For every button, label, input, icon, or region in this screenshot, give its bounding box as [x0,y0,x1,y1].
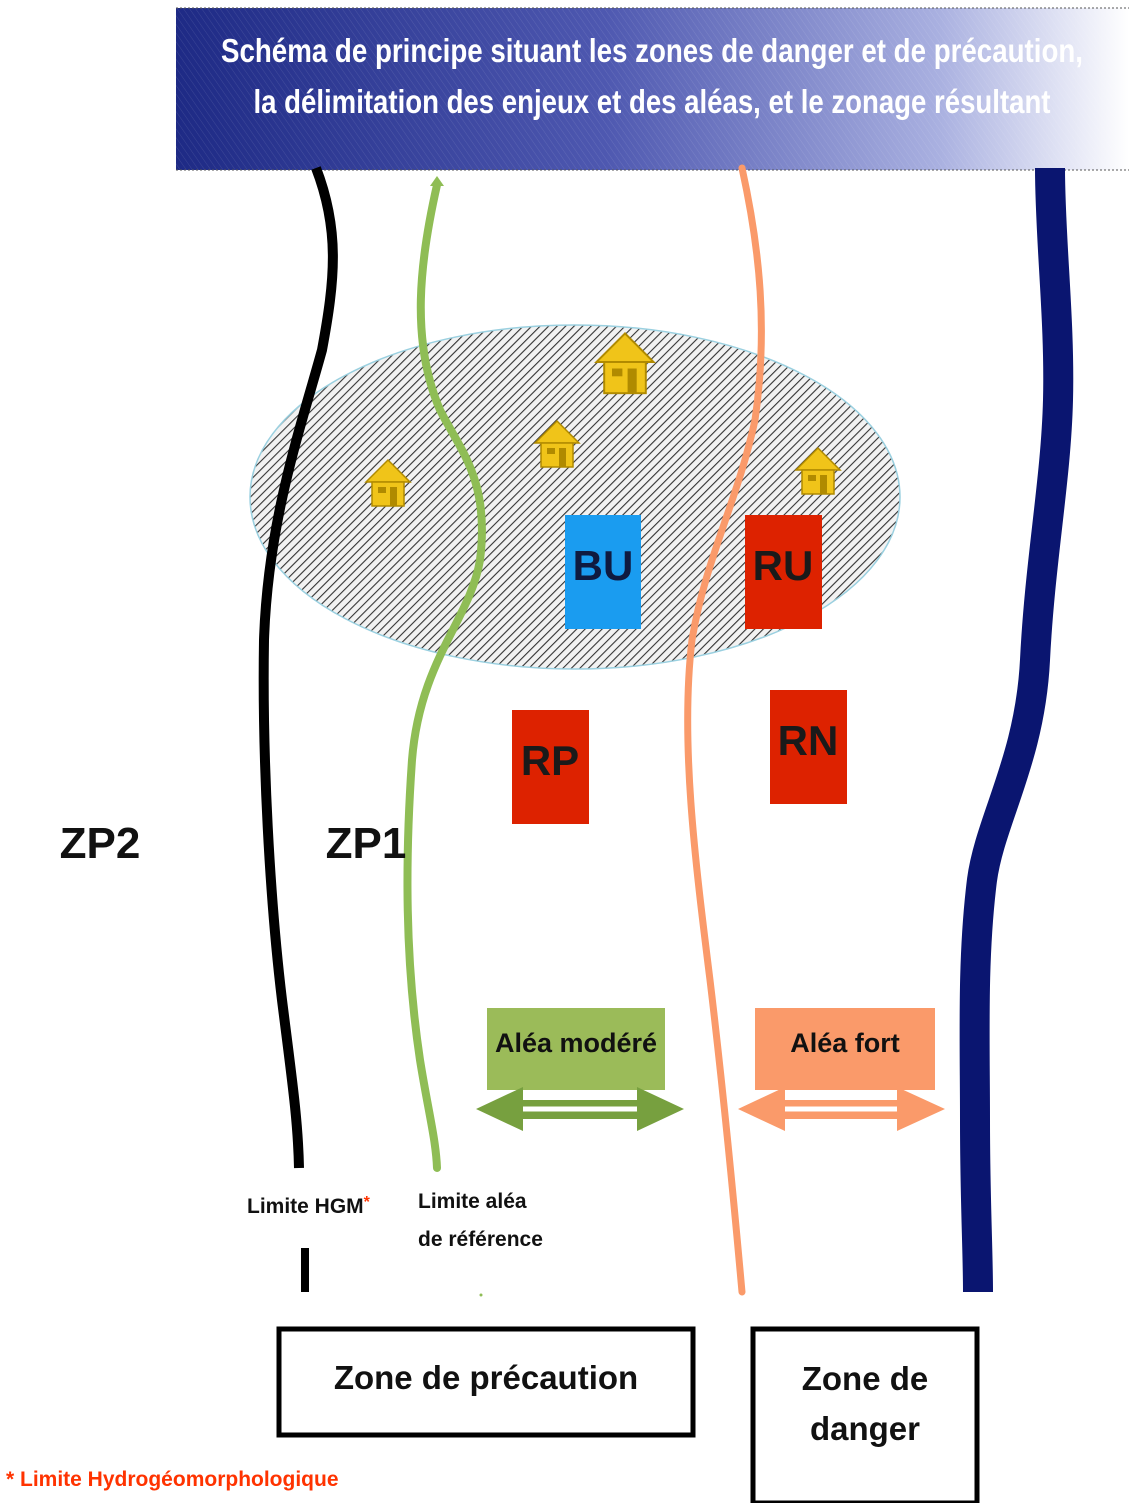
title-banner: Schéma de principe situant les zones de … [176,7,1129,171]
strong-hazard-limit-line [684,164,765,1296]
danger-zone-label-2: danger [810,1410,920,1447]
reference-hazard-limit-line [403,181,486,1172]
precaution-zone-label: Zone de précaution [334,1359,638,1396]
moderate-hazard-callout: Aléa modéré [476,1008,684,1131]
reference-line-dot [479,1293,483,1297]
zone-zp1-label: ZP1 [326,819,407,868]
reference-line-tip [430,176,444,186]
block-rp: RP [512,710,589,824]
strong-hazard-label: Aléa fort [790,1028,900,1058]
title-line-2: la délimitation des enjeux et des aléas,… [254,83,1051,120]
reference-limit-label-2: de référence [418,1228,543,1251]
hgm-limit-line [258,166,338,1169]
precaution-zone-box: Zone de précaution [276,1326,696,1438]
title-line-1: Schéma de principe situant les zones de … [221,32,1083,69]
strong-hazard-callout: Aléa fort [738,1008,945,1131]
block-ru: RU [745,515,822,629]
danger-zone-box: Zone de danger [750,1326,980,1503]
stakes-area [249,324,901,670]
footnote: * Limite Hydrogéomorphologique [6,1468,339,1491]
zone-zp2-label: ZP2 [60,819,141,868]
block-rp-label: RP [521,737,579,784]
hgm-limit-label: Limite HGM* [247,1194,371,1218]
river [959,167,1074,1293]
reference-limit-label-1: Limite aléa [418,1190,527,1213]
block-bu: BU [565,515,641,629]
block-rn: RN [770,690,847,804]
block-bu-label: BU [573,542,634,589]
danger-zone-label-1: Zone de [802,1360,929,1397]
moderate-hazard-label: Aléa modéré [495,1028,657,1058]
block-ru-label: RU [753,542,814,589]
block-rn-label: RN [778,717,839,764]
